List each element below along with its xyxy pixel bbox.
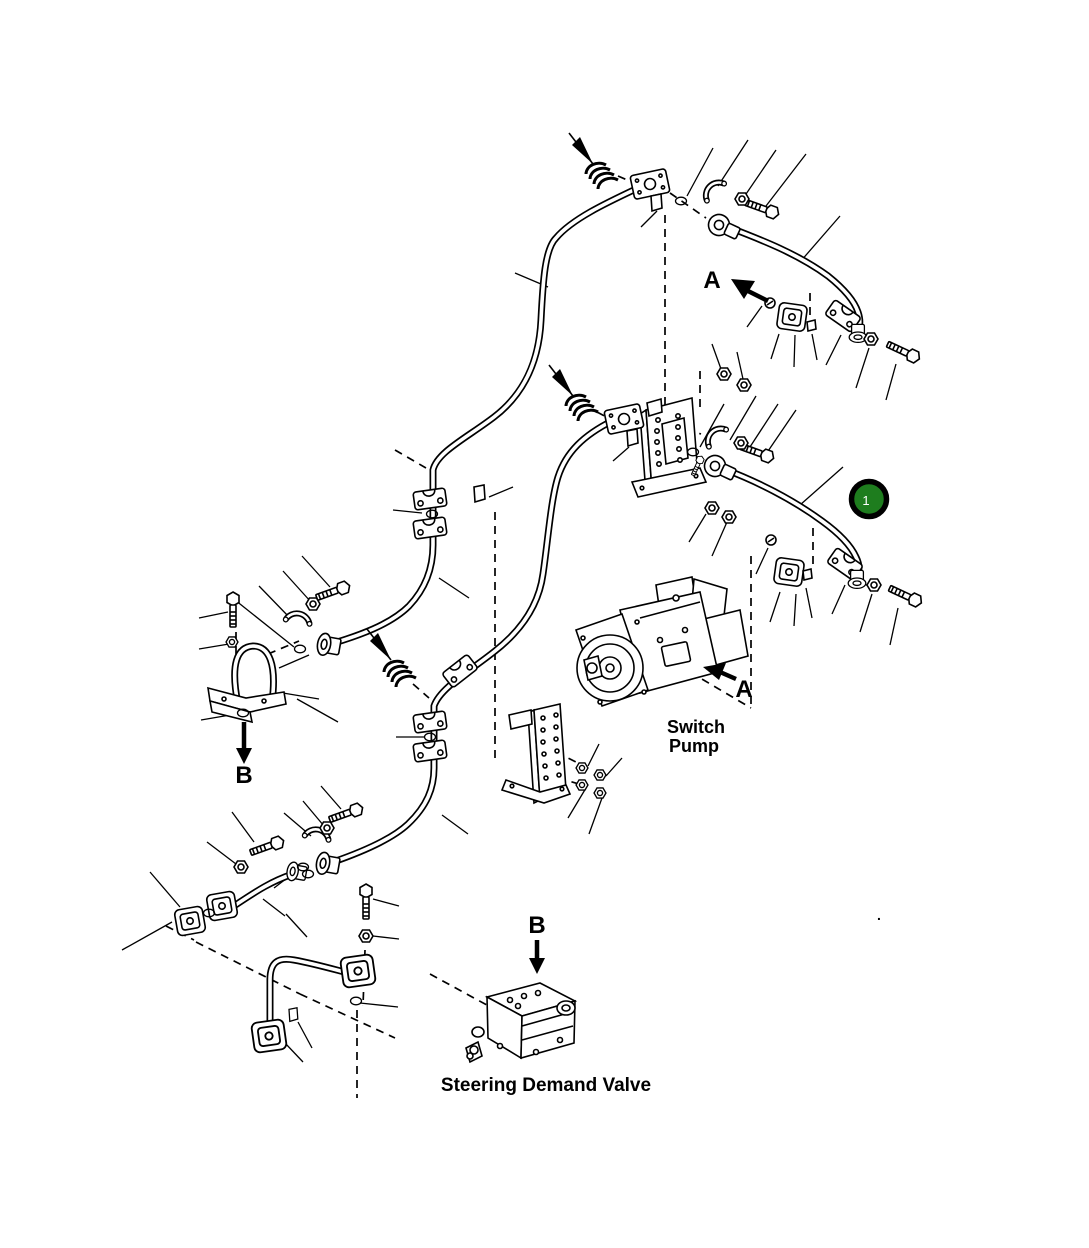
hex-nut [866,578,882,592]
hex-nut [575,779,589,791]
saddle-clamp [412,516,448,540]
hex-bolt [886,581,925,610]
hex-nut [704,501,720,515]
flag-arrow-icon [366,628,392,661]
steering-demand-valve-label: Steering Demand Valve [441,1075,651,1096]
hex-bolt [313,579,353,605]
steering-demand-valve-drawing [465,982,578,1064]
rubber-mount-block [775,301,809,333]
view-arrow-a-pump: A [703,663,753,703]
switch-pump-drawing [574,576,749,708]
hex-nut [721,510,737,524]
hose-long-lower [329,417,616,866]
saddle-clamp [412,739,448,763]
hex-nut [733,436,749,450]
hex-nut [225,636,239,648]
view-label-a-pump: A [735,676,752,703]
saddle-clamp [412,710,448,734]
tube-comb-clamp [584,161,620,191]
band-clamp [701,180,730,203]
o-ring [293,644,307,654]
hose-elbow-bottom [266,955,356,1036]
flange-fitting [284,860,309,884]
wedge-pin [626,428,639,447]
square-shim [802,568,813,581]
hex-bolt [884,337,923,366]
screw-head [765,534,777,546]
hex-nut [233,860,249,874]
callout-1-circle [848,478,890,520]
hex-nut [593,769,607,781]
flange-fitting [313,850,342,878]
wedge-pin [288,1007,299,1023]
hex-bolt [247,834,287,860]
hex-nut [305,597,321,611]
mounting-bracket-lower [500,703,572,805]
hex-nut [716,367,732,381]
switch-pump-label-line1: Switch [667,717,725,737]
flag-arrow-icon [568,132,594,165]
rubber-mount-block [772,556,806,588]
port-block [339,953,377,989]
square-shim [806,319,817,332]
hex-nut [863,332,879,346]
pipe-short-lower-left [230,870,297,910]
hex-nut [575,762,589,774]
view-label-b-handle: B [235,762,252,789]
hex-nut [736,378,752,392]
switch-pump-label-line2: Pump [669,736,719,756]
view-arrow-b-handle: B [235,722,253,789]
band-clamp [282,607,313,637]
o-ring [349,996,363,1006]
hose-fitting-block [603,403,645,435]
hex-nut [358,929,374,943]
hex-bolt [742,195,782,221]
flange-fitting [314,631,343,659]
hex-bolt [226,591,240,628]
small-parts [173,132,925,1054]
leader-lines [121,139,899,1063]
port-block [250,1018,288,1054]
hex-bolt [326,801,366,827]
o-ring [674,196,688,206]
flange-fitting [847,569,867,590]
callout-1-number: 1 [862,493,869,508]
hex-nut [734,192,750,206]
tube-comb-clamp [564,393,600,423]
banjo-fitting [704,210,744,245]
banjo-fitting [700,451,740,486]
hex-nut [593,787,607,799]
mounting-bracket-center [630,396,708,498]
flag-arrow-icon [548,364,574,397]
saddle-clamp [412,487,448,511]
view-arrow-a-top: A [703,267,770,304]
wedge-pin [473,484,486,503]
hose-block [441,653,479,689]
stray-dot: . [877,907,881,923]
view-label-b-valve: B [528,912,545,939]
view-label-a-top: A [703,267,720,294]
hose-long-upper [330,184,642,647]
view-arrow-b-valve: B [528,912,546,974]
hose-fitting-block [629,168,671,200]
band-clamp [703,426,732,449]
callout-1: 1 [848,478,890,520]
tube-comb-clamp [382,659,418,689]
hex-nut [319,821,335,835]
wedge-pin [650,193,663,212]
hex-bolt [359,883,373,920]
port-block [173,904,207,938]
construction-dashed-lines [165,175,873,1098]
